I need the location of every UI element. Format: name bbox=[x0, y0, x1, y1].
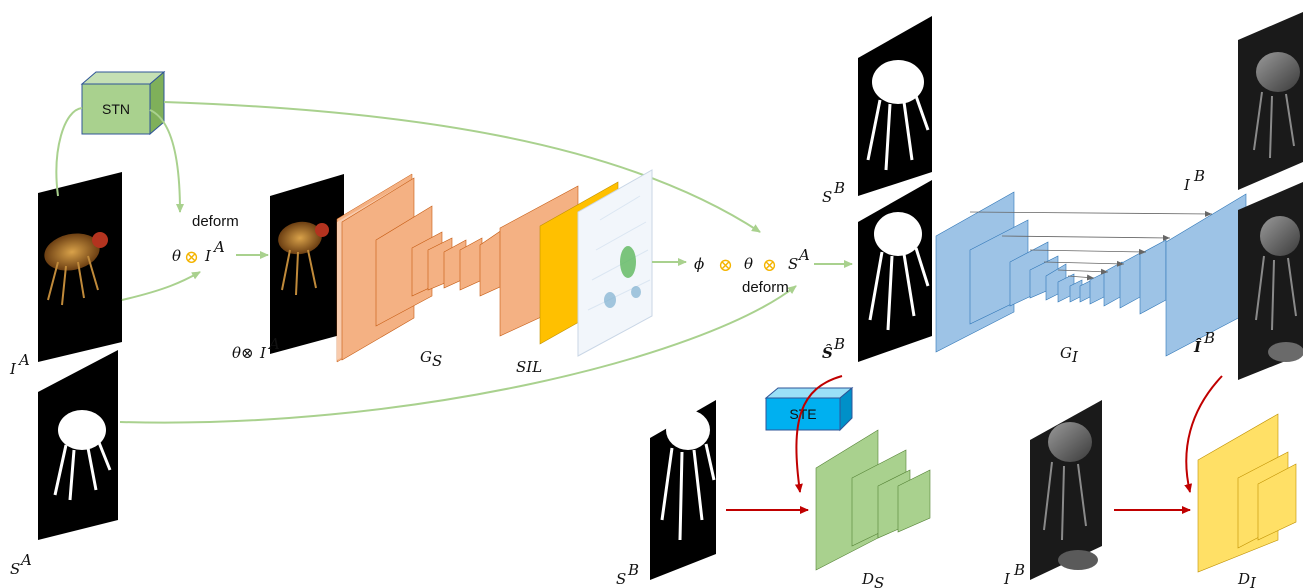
di-discriminator bbox=[1197, 413, 1297, 573]
stn-label: STN bbox=[102, 101, 130, 117]
generated-image-i-hat-b bbox=[1238, 182, 1303, 380]
label-s-hat-b: Ŝ B bbox=[822, 335, 845, 362]
label-sil: SIL bbox=[516, 358, 542, 376]
warped-image bbox=[270, 174, 344, 354]
input-image-i-a bbox=[38, 172, 122, 362]
target-mask-s-b-top bbox=[858, 16, 932, 196]
svg-text:I: I bbox=[259, 344, 267, 362]
otimes-symbol: ⊗ bbox=[184, 247, 199, 268]
svg-text:Î: Î bbox=[1193, 338, 1202, 356]
svg-text:I: I bbox=[1003, 570, 1011, 588]
svg-text:I: I bbox=[1249, 574, 1257, 588]
label-s-b-bottom: S B bbox=[616, 561, 639, 588]
svg-text:S: S bbox=[822, 188, 832, 206]
svg-text:I: I bbox=[204, 247, 212, 265]
label-ds: D S bbox=[861, 570, 884, 588]
svg-text:S: S bbox=[432, 352, 442, 370]
svg-text:B: B bbox=[627, 561, 639, 579]
label-gi: G I bbox=[1060, 344, 1079, 366]
svg-text:B: B bbox=[833, 179, 845, 197]
svg-text:θ: θ bbox=[172, 247, 181, 265]
svg-text:I: I bbox=[9, 360, 17, 378]
sil-map-image bbox=[577, 169, 653, 357]
svg-text:B: B bbox=[1013, 561, 1025, 579]
svg-text:θ⊗: θ⊗ bbox=[232, 344, 254, 362]
deform-left-label: deform bbox=[192, 213, 239, 230]
theta-symbol: θ bbox=[744, 255, 753, 273]
ste-label: STE bbox=[789, 406, 816, 422]
label-i-b-top: I B bbox=[1183, 167, 1205, 194]
label-gs: G S bbox=[420, 348, 442, 370]
label-i-b-bottom: I B bbox=[1003, 561, 1025, 588]
stn-module: STN bbox=[80, 70, 166, 136]
label-i-a: I A bbox=[9, 351, 30, 378]
svg-text:A: A bbox=[212, 238, 225, 256]
input-mask-s-a bbox=[38, 350, 118, 540]
gi-generator bbox=[935, 191, 1247, 357]
deform-right-label: deform bbox=[742, 279, 789, 296]
svg-text:A: A bbox=[19, 551, 32, 569]
svg-text:I: I bbox=[1071, 348, 1079, 366]
svg-text:G: G bbox=[420, 348, 432, 366]
phi-symbol: ϕ bbox=[694, 255, 704, 273]
svg-text:D: D bbox=[1237, 570, 1250, 588]
svg-text:B: B bbox=[1193, 167, 1205, 185]
svg-text:⊗: ⊗ bbox=[762, 255, 777, 276]
svg-text:G: G bbox=[1060, 344, 1072, 362]
svg-text:B: B bbox=[1203, 329, 1215, 347]
label-i-hat-b: Î B bbox=[1193, 329, 1215, 356]
ste-module: STE bbox=[764, 386, 854, 432]
label-s-b-top: S B bbox=[822, 179, 845, 206]
label-theta-ia: θ⊗ I A bbox=[232, 335, 280, 362]
real-image-i-b-bottom bbox=[1030, 400, 1102, 580]
svg-text:⊗: ⊗ bbox=[718, 255, 733, 276]
svg-text:S: S bbox=[874, 574, 884, 588]
green-arrows-left bbox=[55, 101, 797, 424]
svg-text:A: A bbox=[267, 335, 280, 353]
svg-text:S: S bbox=[10, 560, 20, 578]
label-s-a: S A bbox=[10, 551, 32, 578]
svg-text:A: A bbox=[17, 351, 30, 369]
predicted-mask-s-hat-b bbox=[858, 180, 932, 362]
red-arrows bbox=[726, 375, 1223, 514]
svg-text:S: S bbox=[788, 255, 798, 273]
theta-otimes-ia-left: θ ⊗ I A bbox=[172, 238, 225, 268]
real-mask-s-b-bottom bbox=[650, 400, 716, 580]
svg-text:D: D bbox=[861, 570, 874, 588]
svg-text:I: I bbox=[1183, 176, 1191, 194]
ds-discriminator bbox=[815, 429, 931, 571]
svg-text:S: S bbox=[616, 570, 626, 588]
target-image-i-b-top bbox=[1238, 12, 1303, 190]
phi-theta-sa-op: ϕ ⊗ θ ⊗ S A bbox=[694, 246, 810, 276]
svg-text:A: A bbox=[797, 246, 810, 264]
gs-generator bbox=[336, 173, 579, 363]
svg-text:Ŝ: Ŝ bbox=[822, 344, 833, 362]
label-di: D I bbox=[1237, 570, 1257, 588]
svg-text:B: B bbox=[833, 335, 845, 353]
